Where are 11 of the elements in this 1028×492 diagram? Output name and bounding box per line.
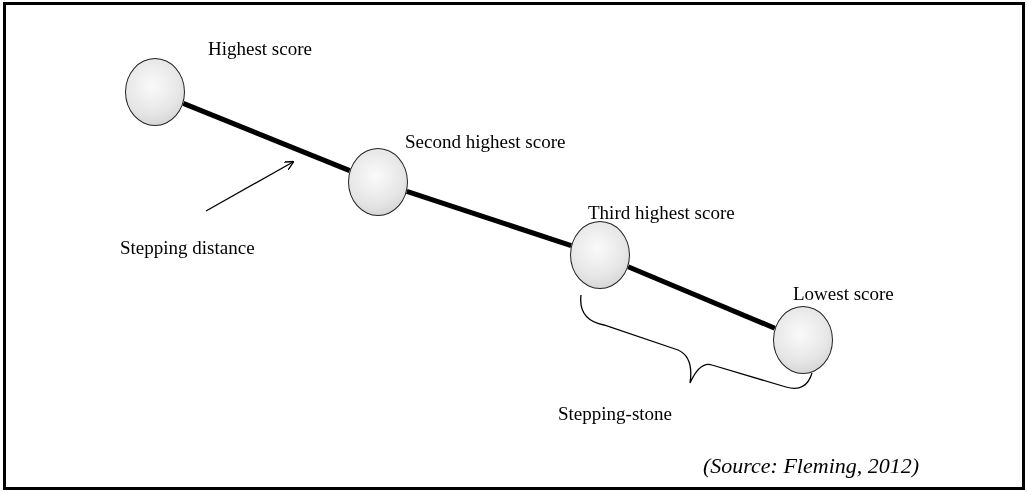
node-label: Second highest score (405, 131, 566, 153)
brace-label: Stepping-stone (558, 403, 672, 425)
node-label: Third highest score (588, 202, 735, 224)
connector-line (182, 101, 351, 173)
connector-line (406, 189, 572, 248)
connector-line (627, 264, 776, 331)
source-caption: (Source: Fleming, 2012) (703, 453, 920, 479)
text-label: Stepping distance (120, 237, 255, 259)
leader-arrow (205, 160, 295, 212)
node-label: Highest score (208, 38, 312, 60)
node-label: Lowest score (793, 283, 894, 305)
